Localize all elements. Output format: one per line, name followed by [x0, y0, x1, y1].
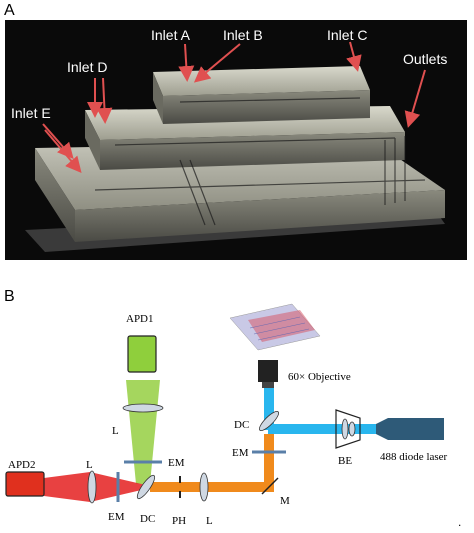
label-l-top: L [112, 425, 119, 437]
label-m: M [280, 495, 290, 507]
optical-setup-diagram: 60× Objective BE 488 diode laser DC EM M… [5, 303, 448, 527]
emission-beam-green [126, 380, 160, 484]
label-arrows [42, 41, 426, 174]
trailing-mark: . [458, 515, 462, 529]
label-be: BE [338, 455, 352, 467]
label-inlet-a: Inlet A [151, 27, 191, 43]
label-inlet-e: Inlet E [11, 105, 51, 121]
layer-middle-left [85, 110, 100, 170]
dichroic-top [258, 410, 280, 432]
label-em-top: EM [168, 457, 185, 469]
mirror [261, 477, 279, 495]
apd2-detector [5, 471, 45, 497]
label-ph: PH [172, 515, 186, 527]
lens-right [199, 472, 209, 502]
emission-beam-red [44, 472, 150, 502]
label-dc-top: DC [234, 419, 249, 431]
layer-bottom-front [75, 190, 445, 242]
lens-top [122, 403, 164, 413]
label-em-mid: EM [232, 447, 249, 459]
label-em-bottom: EM [108, 511, 125, 523]
lens-left [87, 470, 97, 504]
apd1-detector [127, 335, 157, 373]
objective-lens [258, 360, 278, 388]
label-apd2: APD2 [8, 459, 36, 471]
beam-expander [335, 409, 361, 449]
layer-middle-front [100, 132, 405, 170]
label-outlets: Outlets [403, 51, 447, 67]
excitation-beam [264, 388, 380, 434]
label-inlet-c: Inlet C [327, 27, 367, 43]
label-dc-bottom: DC [140, 513, 155, 525]
label-apd1: APD1 [126, 313, 154, 325]
emission-beam-orange [150, 434, 274, 492]
panel-a-letter: A [4, 2, 15, 19]
microfluidic-device-render: Inlet A Inlet B Inlet C Inlet D Inlet E … [5, 20, 467, 260]
label-inlet-d: Inlet D [67, 59, 107, 75]
laser-source [376, 418, 444, 440]
label-l-left: L [86, 459, 93, 471]
channel-lines [94, 97, 426, 226]
label-laser: 488 diode laser [380, 451, 448, 463]
label-l-right: L [206, 515, 213, 527]
layer-bottom-left [35, 148, 75, 242]
label-objective: 60× Objective [288, 371, 351, 383]
panel-b-letter: B [4, 288, 15, 305]
layer-top-left [153, 72, 163, 124]
dichroic-bottom [136, 474, 156, 500]
label-inlet-b: Inlet B [223, 27, 263, 43]
sample-chip-illustration [229, 303, 321, 351]
